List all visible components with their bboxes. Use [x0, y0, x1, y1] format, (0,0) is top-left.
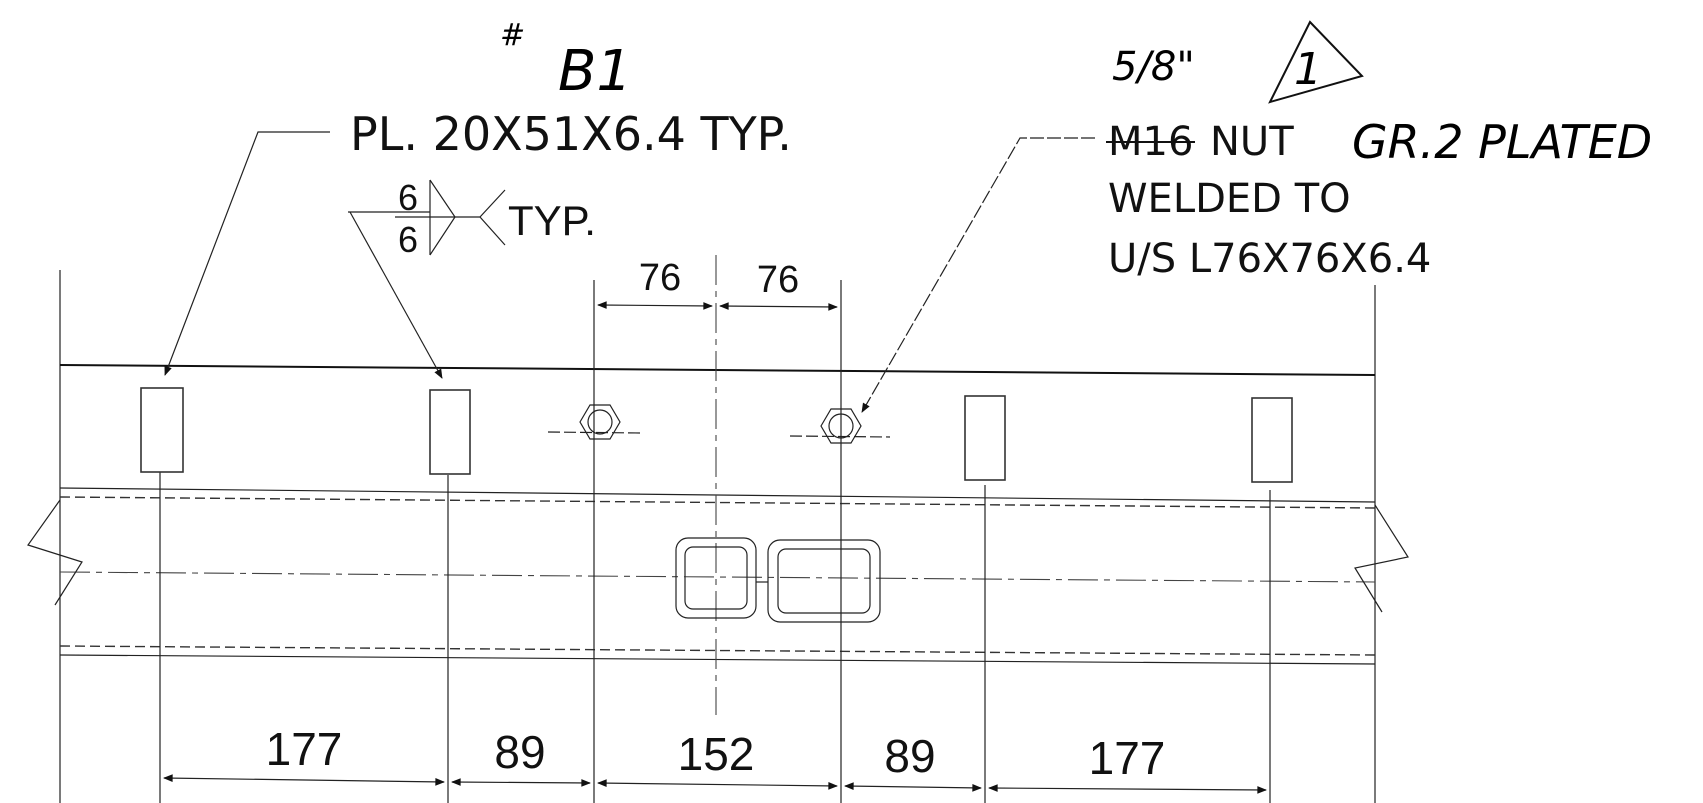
break-line-right	[1354, 504, 1409, 613]
extension-lines	[159, 255, 1271, 803]
top-dimension-chain: 76 76	[597, 257, 838, 311]
dimension-76-right: 76	[757, 259, 799, 301]
mark-hash: #	[500, 18, 525, 53]
beam-elevation	[27, 270, 1409, 803]
beam-top-flange-line	[59, 364, 1376, 376]
dimension-76-left: 76	[639, 257, 681, 299]
break-line-left	[27, 499, 83, 606]
plate-2	[429, 389, 471, 475]
angle-line-upper	[59, 487, 1376, 503]
dimension-89-right: 89	[884, 730, 935, 782]
dimension-152: 152	[678, 728, 755, 780]
weld-symbol: 6 6 TYP.	[395, 177, 596, 260]
dimension-177-left: 177	[266, 723, 343, 775]
hidden-line-lower	[59, 645, 1376, 656]
weld-size-top: 6	[398, 177, 418, 218]
weld-size-bottom: 6	[398, 219, 418, 260]
bottom-dimension-chain: 177 89 152 89 177	[163, 723, 1267, 794]
mark-label: # B1	[500, 18, 632, 104]
beam-centerline	[59, 571, 1376, 583]
nut-size-fraction: 5/8"	[1112, 44, 1195, 90]
nut-note-line2: WELDED TO	[1108, 176, 1351, 222]
plate-note: PL. 20X51X6.4 TYP.	[350, 107, 792, 161]
angle-line-lower	[59, 654, 1376, 665]
plates	[140, 387, 1293, 483]
nut-note-nut: NUT	[1210, 119, 1294, 165]
plate-3	[964, 395, 1006, 481]
nut-right	[789, 408, 891, 444]
hidden-line-upper	[59, 496, 1376, 509]
weld-tail-text: TYP.	[508, 197, 596, 244]
dimension-89-left: 89	[494, 726, 545, 778]
revision-number: 1	[1294, 44, 1322, 95]
nut-grade-text: GR.2 PLATED	[1352, 115, 1652, 169]
tube-sections	[675, 537, 881, 623]
mark-id: B1	[558, 39, 632, 104]
nut-callout: 5/8" M16 NUT GR.2 PLATED WELDED TO U/S L…	[861, 44, 1652, 413]
plate-1	[140, 387, 184, 473]
dimension-177-right: 177	[1089, 732, 1166, 784]
plate-callout: PL. 20X51X6.4 TYP.	[164, 107, 792, 379]
nut-left	[547, 404, 641, 440]
plate-4	[1251, 397, 1293, 483]
nut-note-line3: U/S L76X76X6.4	[1108, 236, 1431, 282]
revision-delta: 1	[1268, 20, 1364, 104]
